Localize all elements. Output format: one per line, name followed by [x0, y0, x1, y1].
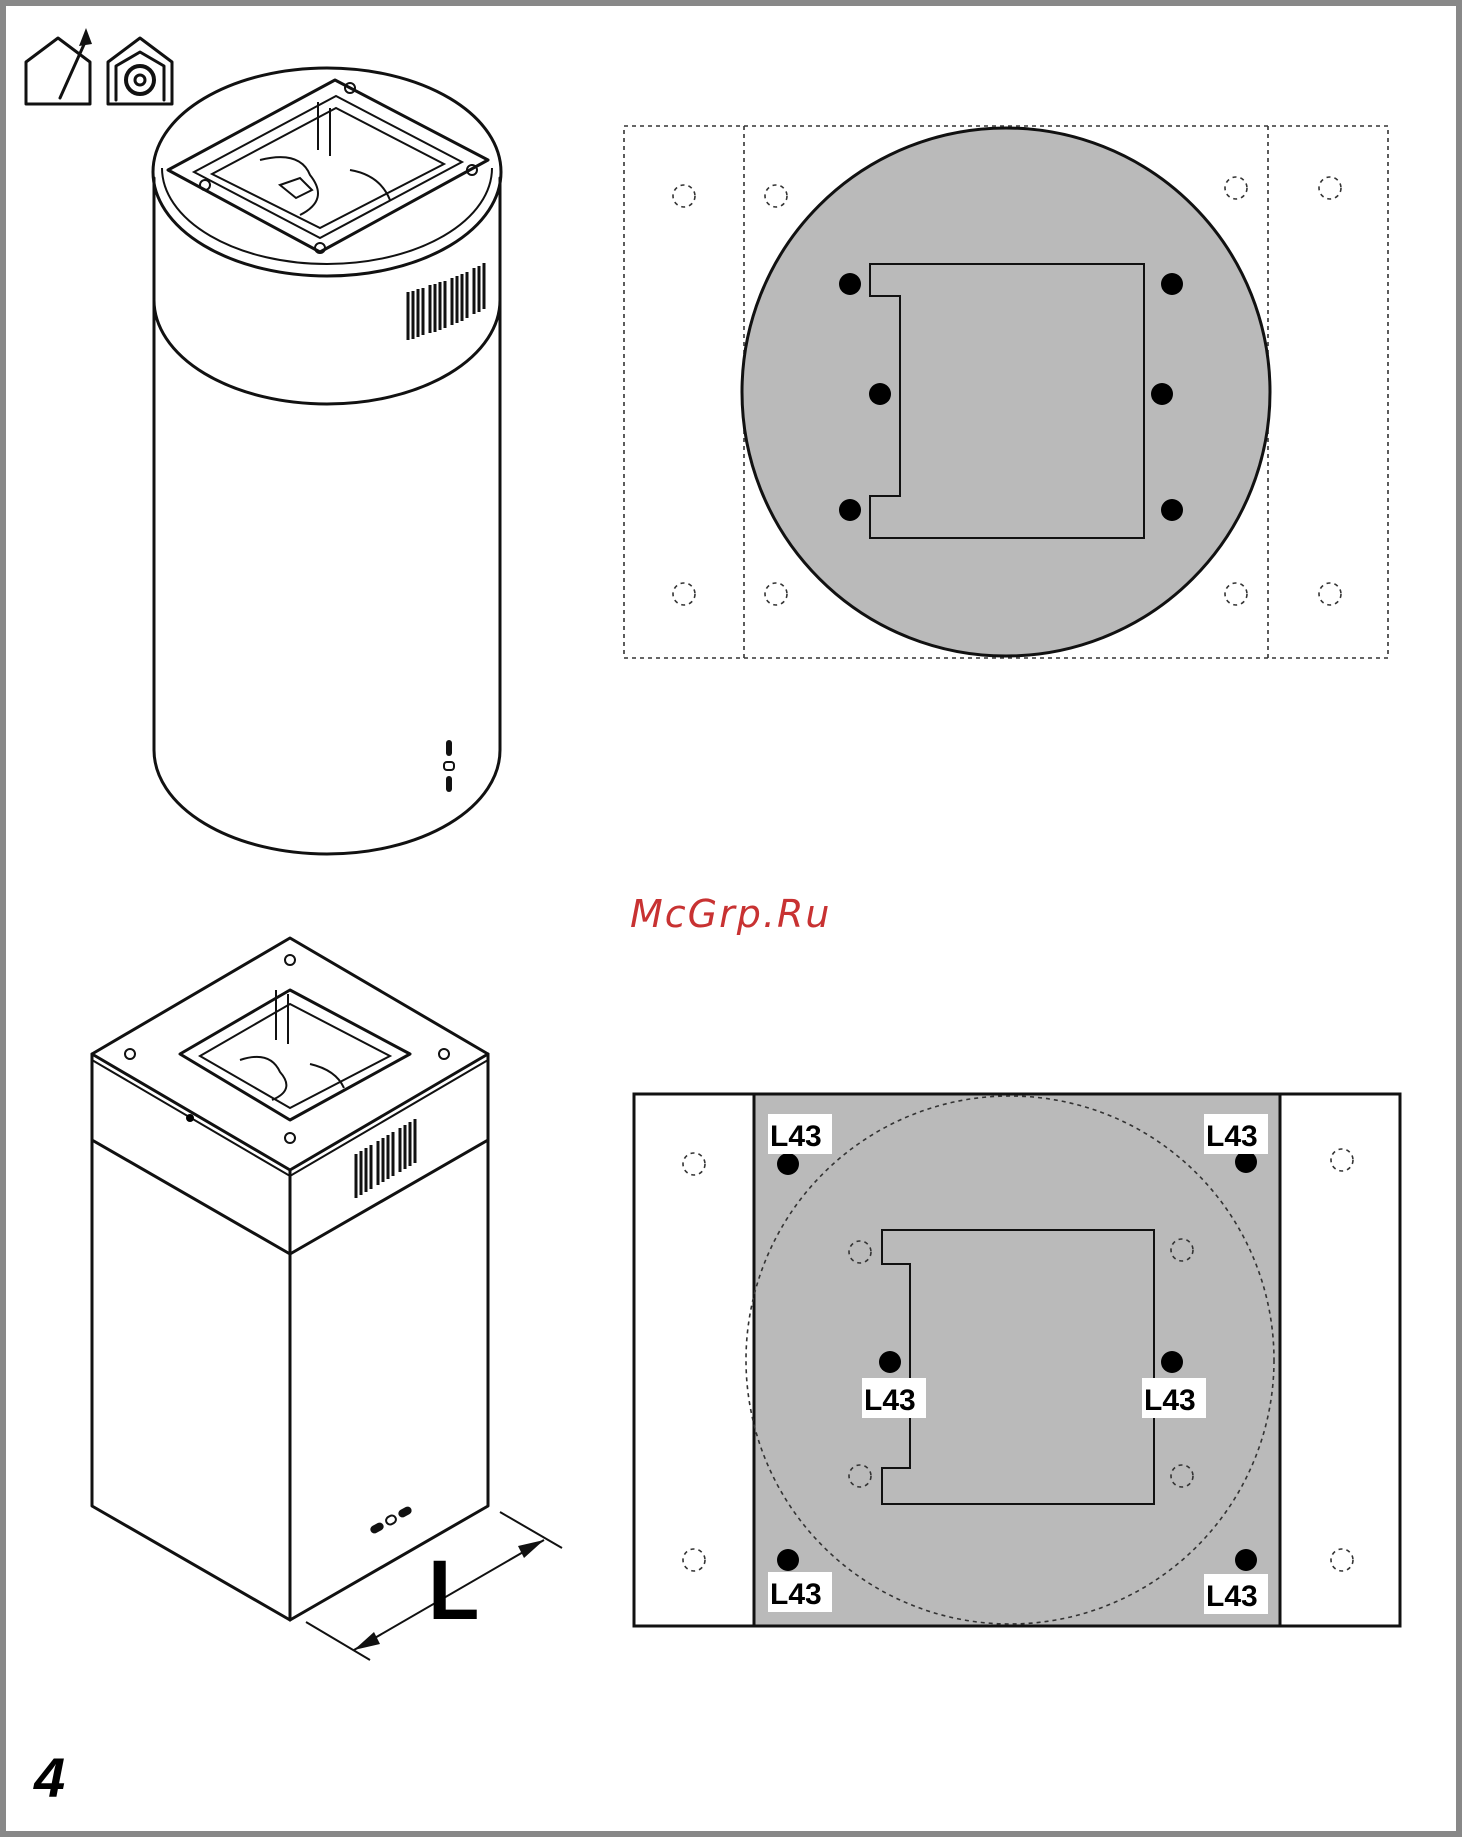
- round-plate-template: [624, 126, 1388, 658]
- svg-text:L43: L43: [770, 1578, 822, 1611]
- hole-label-mid-left: L43: [862, 1378, 926, 1418]
- square-hood-drawing: [92, 938, 562, 1660]
- svg-text:L43: L43: [1206, 1580, 1258, 1613]
- house-recirculation-icon: [108, 38, 172, 104]
- cylinder-hood-drawing: [153, 68, 501, 854]
- svg-text:L43: L43: [770, 1120, 822, 1153]
- watermark: McGrp.Ru: [630, 892, 850, 936]
- hole-label-top-left: L43: [768, 1114, 832, 1154]
- page-number: 4: [34, 1745, 65, 1810]
- house-exhaust-icon: [26, 28, 92, 104]
- svg-text:L43: L43: [1206, 1120, 1258, 1153]
- svg-text:L43: L43: [1144, 1384, 1196, 1417]
- hole-label-top-right: L43: [1204, 1114, 1268, 1154]
- dimension-label: L: [428, 1548, 479, 1632]
- hole-label-mid-right: L43: [1142, 1378, 1206, 1418]
- hole-label-bottom-right: L43: [1204, 1574, 1268, 1614]
- svg-text:L43: L43: [864, 1384, 916, 1417]
- hole-label-bottom-left: L43: [768, 1572, 832, 1612]
- square-plate-template: L43 L43 L43 L43 L43 L43: [634, 1094, 1400, 1626]
